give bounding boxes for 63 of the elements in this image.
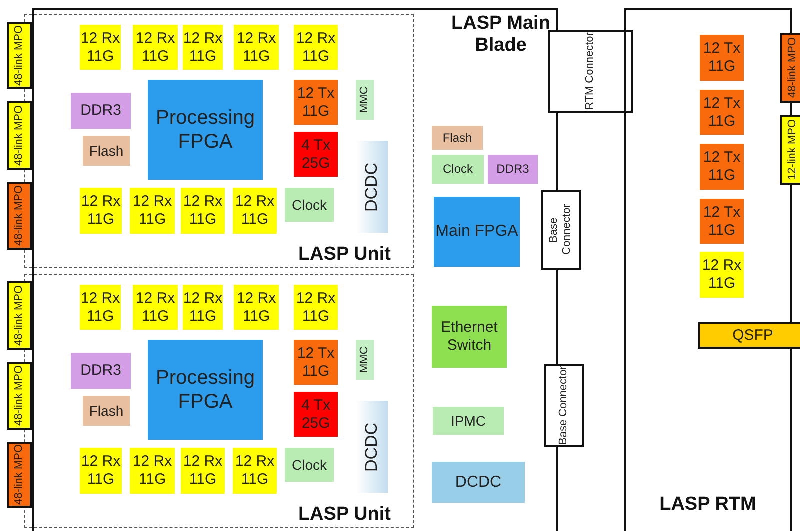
memory-chip-block: DDR3 — [71, 353, 131, 389]
transceiver-block: 12 Tx 11G — [700, 144, 744, 190]
switch-block: Ethernet Switch — [432, 306, 507, 368]
connector-block: 48-link MPO — [7, 362, 32, 430]
connector-block: 48-link MPO — [7, 101, 32, 170]
transceiver-block: 12 Rx 11G — [80, 285, 121, 330]
memory-chip-block: DDR3 — [71, 93, 131, 129]
connector-block: RTM Connector — [548, 30, 633, 113]
controller-block: IPMC — [433, 407, 504, 435]
transceiver-block: 12 Tx 11G — [294, 80, 338, 125]
transceiver-block: 12 Rx 11G — [234, 25, 279, 70]
transceiver-block: 12 Rx 11G — [133, 285, 178, 330]
power-converter-block: DCDC — [432, 462, 525, 503]
transceiver-block: 12 Rx 11G — [183, 25, 223, 70]
transceiver-block: 4 Tx 25G — [294, 392, 338, 437]
transceiver-block: 12 Rx 11G — [294, 25, 338, 70]
clock-block: Clock — [432, 155, 484, 184]
transceiver-block: 12 Rx 11G — [80, 448, 122, 494]
memory-chip-block: Flash — [432, 126, 483, 150]
power-converter-block: DCDC — [356, 401, 388, 493]
module-title: LASP Unit — [298, 504, 391, 526]
clock-block: Clock — [285, 188, 334, 222]
transceiver-block: 12 Rx 11G — [80, 25, 121, 70]
transceiver-block: 12 Rx 11G — [181, 448, 225, 494]
controller-block: MMC — [356, 80, 374, 120]
memory-chip-block: Flash — [83, 396, 130, 426]
transceiver-block: 12 Rx 11G — [80, 188, 122, 234]
connector-block: 48-link MPO — [7, 281, 32, 350]
transceiver-block: 12 Tx 11G — [700, 199, 744, 244]
connector-block: 12-link MPO — [780, 115, 800, 185]
clock-block: Clock — [285, 448, 334, 482]
module-title: LASP Unit — [298, 244, 391, 266]
transceiver-block: 12 Rx 11G — [234, 285, 279, 330]
transceiver-block: 12 Rx 11G — [233, 448, 277, 494]
transceiver-block: 12 Tx 11G — [294, 340, 338, 385]
connector-block: Base Connector — [544, 364, 584, 447]
module-outline — [24, 14, 414, 268]
transceiver-block: 12 Rx 11G — [133, 25, 178, 70]
module-outline — [24, 274, 414, 528]
connector-block: QSFP — [698, 322, 800, 349]
transceiver-block: 12 Tx 11G — [700, 90, 744, 135]
transceiver-block: 12 Rx 11G — [130, 188, 175, 234]
transceiver-block: 12 Tx 11G — [700, 35, 744, 81]
transceiver-block: 12 Rx 11G — [181, 188, 225, 234]
memory-chip-block: Flash — [83, 136, 130, 166]
power-converter-block: DCDC — [356, 141, 388, 233]
memory-chip-block: DDR3 — [488, 155, 538, 184]
transceiver-block: 12 Rx 11G — [130, 448, 175, 494]
transceiver-block: 12 Rx 11G — [183, 285, 223, 330]
transceiver-block: 4 Tx 25G — [294, 132, 338, 177]
connector-block: 48-link MPO — [7, 22, 32, 89]
transceiver-block: 12 Rx 11G — [294, 285, 338, 330]
transceiver-block: 12 Rx 11G — [233, 188, 277, 234]
board-title: LASP RTM — [658, 494, 758, 516]
fpga-block: Processing FPGA — [148, 340, 263, 440]
connector-block: 48-link MPO — [7, 442, 32, 508]
connector-block: 48-link MPO — [780, 33, 800, 103]
controller-block: MMC — [356, 340, 374, 380]
connector-block: 48-link MPO — [7, 182, 32, 250]
fpga-block: Main FPGA — [434, 197, 520, 267]
connector-block: Base Connector — [541, 190, 581, 270]
fpga-block: Processing FPGA — [148, 80, 263, 180]
transceiver-block: 12 Rx 11G — [700, 252, 744, 298]
